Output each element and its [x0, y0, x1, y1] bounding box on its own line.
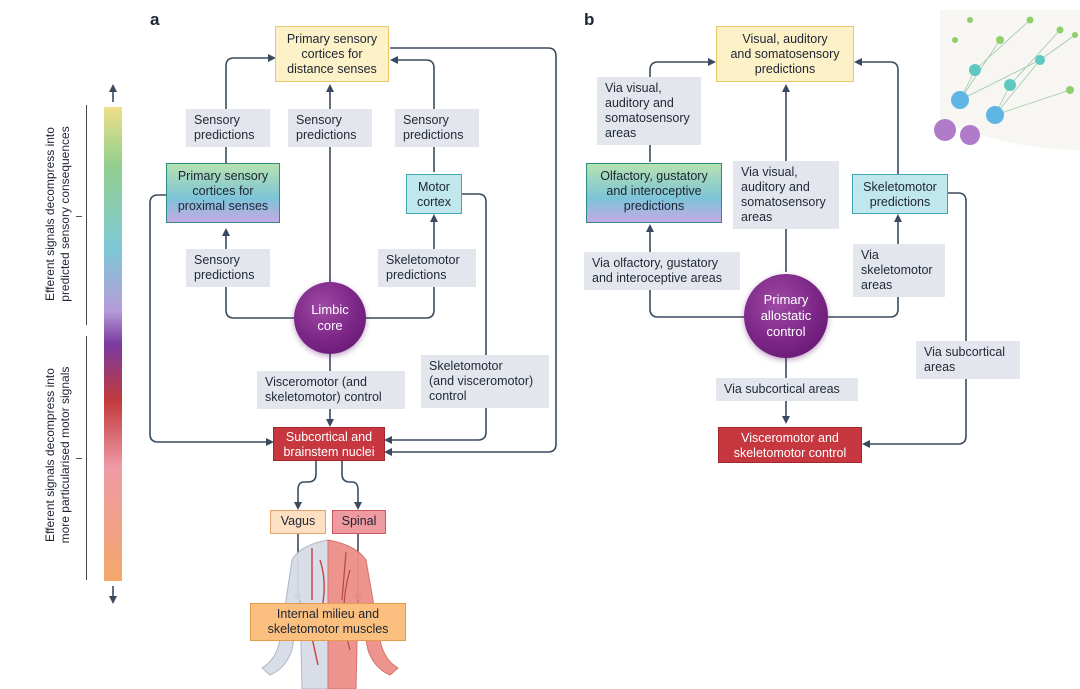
motor-cortex-box: Motor cortex [406, 174, 462, 214]
axis-tick [76, 458, 82, 460]
axis-tick [76, 216, 82, 218]
label-via-skeletomotor-areas: Via skeletomotor areas [853, 244, 945, 297]
sidebar-bottom-text: Efferent signals decompress into more pa… [43, 366, 72, 544]
label-visceromotor-control: Visceromotor (and skeletomotor) control [257, 371, 405, 409]
label-via-visual-middle: Via visual, auditory and somatosensory a… [733, 161, 839, 229]
arrow-motor-to-subcortical [384, 193, 487, 444]
arrow-skeletomotor-to-visual [854, 58, 899, 174]
label-via-visual-top: Via visual, auditory and somatosensory a… [597, 77, 701, 145]
visual-auditory-predictions-box: Visual, auditory and somatosensory predi… [716, 26, 854, 82]
arrow-allostatic-to-skeletomotor [828, 214, 902, 318]
label-sensory-predictions-center: Sensory predictions [288, 109, 372, 147]
primary-distance-cortices-box: Primary sensory cortices for distance se… [275, 26, 389, 82]
internal-milieu-box: Internal milieu and skeletomotor muscles [250, 603, 406, 641]
arrow-skeletomotor-to-visceromotor [862, 192, 967, 448]
neural-network-decoration [934, 10, 1080, 150]
label-sensory-predictions-left: Sensory predictions [186, 109, 270, 147]
arrow-proximal-to-subcortical [149, 194, 274, 446]
label-sensory-predictions-lower: Sensory predictions [186, 249, 270, 287]
arrow-distance-to-subcortical [384, 47, 557, 456]
limbic-core-node: Limbic core [294, 282, 366, 354]
label-via-subcortical-center: Via subcortical areas [716, 378, 858, 401]
arrow-motor-to-distance [390, 56, 435, 172]
label-skeletomotor-control: Skeletomotor (and visceromotor) control [421, 355, 549, 408]
spinal-box: Spinal [332, 510, 386, 534]
arrow-proximal-to-distance [225, 54, 276, 165]
skeletomotor-predictions-box: Skeletomotor predictions [852, 174, 948, 214]
arrow-allostatic-to-olfactory [646, 224, 744, 318]
arrow-subcortical-to-vagus [294, 460, 317, 510]
vagus-box: Vagus [270, 510, 326, 534]
arrow-limbic-to-motor [360, 214, 438, 319]
bracket-line-top [86, 105, 87, 325]
panel-b-letter: b [584, 10, 595, 29]
arrow-subcortical-to-spinal [341, 460, 362, 510]
decompression-gradient-bar [104, 107, 122, 581]
bracket-line-bottom [86, 336, 87, 580]
panel-a-letter: a [150, 10, 160, 29]
sidebar-top-text: Efferent signals decompress into predict… [43, 126, 72, 302]
primary-proximal-cortices-box: Primary sensory cortices for proximal se… [166, 163, 280, 223]
label-via-olfactory-areas: Via olfactory, gustatory and interocepti… [584, 252, 740, 290]
olfactory-gustatory-predictions-box: Olfactory, gustatory and interoceptive p… [586, 163, 722, 223]
visceromotor-skeletomotor-control-box: Visceromotor and skeletomotor control [718, 427, 862, 463]
subcortical-brainstem-box: Subcortical and brainstem nuclei [273, 427, 385, 461]
label-via-subcortical-right: Via subcortical areas [916, 341, 1020, 379]
primary-allostatic-control-node: Primary allostatic control [744, 274, 828, 358]
arrow-olfactory-to-visual [649, 58, 716, 162]
arrow-limbic-to-proximal [222, 228, 300, 319]
label-sensory-predictions-right: Sensory predictions [395, 109, 479, 147]
label-skeletomotor-predictions: Skeletomotor predictions [378, 249, 476, 287]
